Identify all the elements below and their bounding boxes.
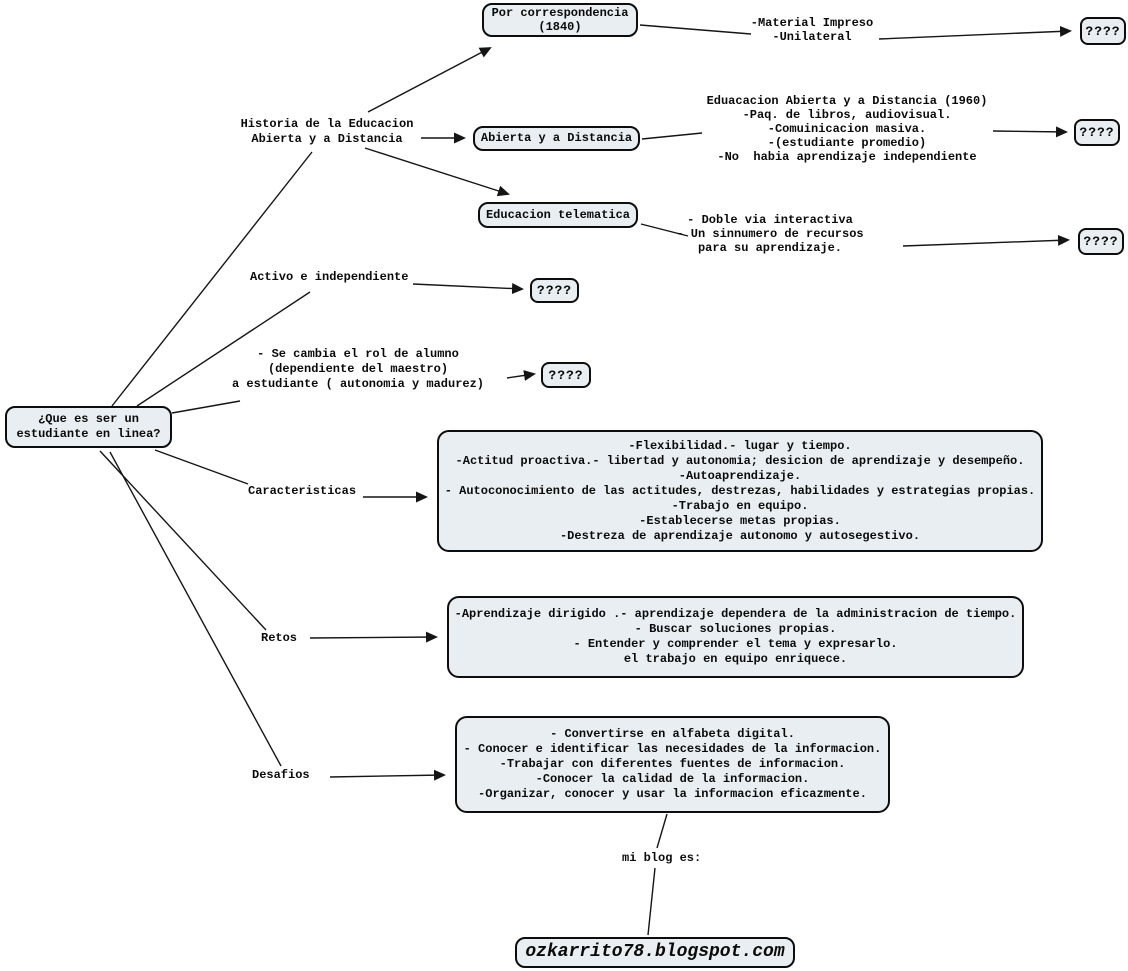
node-telematic[interactable]: Educacion telematica	[478, 202, 638, 228]
arrow-history-to-telematic	[364, 147, 510, 197]
label-desafios: Desafios	[252, 768, 310, 782]
line-correspondence-to-notes	[639, 24, 752, 35]
label-active: Activo e independiente	[250, 270, 409, 284]
line-blog-label-to-blog-url	[647, 867, 656, 936]
line-root-to-characteristics	[154, 449, 249, 485]
arrow-correspondence-notes-to-target	[878, 25, 1072, 40]
arrow-active-to-target	[412, 283, 524, 295]
placeholder-node-correspondence[interactable]: ????	[1080, 17, 1126, 45]
node-correspondence[interactable]: Por correspondencia (1840)	[482, 3, 638, 37]
arrow-role-change-to-target	[506, 370, 536, 381]
node-blog-url[interactable]: ozkarrito78.blogspot.com	[515, 937, 795, 968]
placeholder-node-distance[interactable]: ????	[1074, 119, 1120, 146]
node-retos[interactable]: -Aprendizaje dirigido .- aprendizaje dep…	[447, 596, 1024, 678]
node-desafios[interactable]: - Convertirse en alfabeta digital. - Con…	[455, 716, 890, 813]
label-blog: mi blog es:	[622, 851, 702, 865]
line-root-to-history	[111, 151, 313, 407]
node-characteristics[interactable]: -Flexibilidad.- lugar y tiempo. -Actitud…	[437, 430, 1043, 552]
label-history: Historia de la Educacion Abierta y a Dis…	[240, 117, 414, 146]
arrow-history-to-correspondence	[367, 47, 492, 113]
line-root-to-active	[136, 291, 311, 407]
arrow-distance-notes-to-target	[992, 126, 1068, 138]
placeholder-node-telematic[interactable]: ????	[1078, 228, 1124, 255]
line-root-to-role-change	[171, 400, 241, 414]
node-root[interactable]: ¿Que es ser un estudiante en linea?	[5, 406, 172, 448]
label-retos: Retos	[261, 631, 298, 645]
line-telematic-to-notes	[640, 223, 689, 237]
notes-telematic: - Doble via interactiva - Un sinnumero d…	[676, 213, 864, 255]
node-distance[interactable]: Abierta y a Distancia	[473, 126, 640, 151]
placeholder-node-role-change[interactable]: ????	[541, 362, 591, 388]
notes-distance: Eduacacion Abierta y a Distancia (1960) …	[706, 94, 988, 164]
arrow-telematic-notes-to-target	[902, 234, 1070, 247]
placeholder-node-active[interactable]: ????	[530, 278, 579, 303]
notes-role-change: - Se cambia el rol de alumno (dependient…	[231, 347, 485, 391]
arrow-desafios-to-box	[329, 769, 446, 781]
line-root-to-retos	[99, 450, 267, 631]
label-characteristics: Caracteristicas	[248, 484, 357, 498]
notes-correspondence: -Material Impreso -Unilateral	[750, 16, 874, 44]
arrow-retos-to-box	[309, 631, 438, 643]
line-root-to-desafios	[109, 451, 282, 767]
line-desafios-to-blog-label	[656, 813, 668, 849]
line-distance-to-notes	[641, 132, 703, 140]
